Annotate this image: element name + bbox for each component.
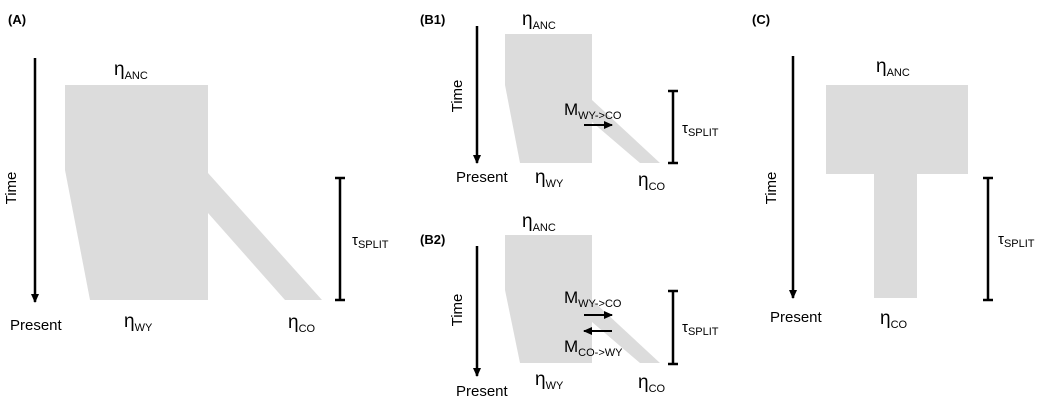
panel-b1-tau-split: τSPLIT xyxy=(682,120,719,139)
panel-b2-tau-split: τSPLIT xyxy=(682,319,719,338)
panel-c: (C) Time Present ηANC ηCO τSPLIT xyxy=(752,12,1035,331)
panel-a-present-label: Present xyxy=(10,317,63,334)
panel-c-tau-bar xyxy=(983,176,993,302)
panel-c-label: (C) xyxy=(752,12,770,27)
panel-c-co-population xyxy=(874,174,917,298)
panel-b2-time-label: Time xyxy=(449,294,466,327)
panel-b1-migration-wy-co: MWY->CO xyxy=(564,100,622,122)
panel-a-eta-co: ηCO xyxy=(288,312,316,335)
panel-a-eta-wy: ηWY xyxy=(124,311,153,334)
panel-b1-co-population xyxy=(592,100,660,163)
panel-b2-migration-co-wy: MCO->WY xyxy=(564,337,623,359)
panel-c-tau-split: τSPLIT xyxy=(998,231,1035,250)
panel-c-eta-co: ηCO xyxy=(880,308,908,331)
panel-b1-label: (B1) xyxy=(420,12,445,27)
panel-b2: (B2) Time Present ηANC ηWY ηCO MWY->CO M… xyxy=(420,211,719,400)
panel-c-time-label: Time xyxy=(763,172,780,205)
panel-b1-tau-bar xyxy=(668,89,678,165)
panel-a-tau-split: τSPLIT xyxy=(352,232,389,251)
panel-c-eta-anc: ηANC xyxy=(876,56,910,79)
panel-b1-eta-anc: ηANC xyxy=(522,9,556,32)
panel-a-tau-bar xyxy=(335,176,345,302)
panel-b2-tau-bar xyxy=(668,289,678,366)
panel-b1-eta-wy: ηWY xyxy=(535,167,564,190)
panel-a-label: (A) xyxy=(8,12,26,27)
panel-b1-time-label: Time xyxy=(449,80,466,113)
panel-a: (A) Time Present ηANC ηWY ηCO τSPLIT xyxy=(3,12,389,335)
panel-b2-eta-anc: ηANC xyxy=(522,211,556,234)
panel-b2-label: (B2) xyxy=(420,232,445,247)
panel-c-ancestral-population xyxy=(826,85,968,174)
panel-b1-present-label: Present xyxy=(456,169,509,186)
panel-b2-eta-wy: ηWY xyxy=(535,369,564,392)
panel-b1: (B1) Time Present ηANC ηWY ηCO MWY->CO τ… xyxy=(420,9,719,193)
panel-b1-eta-co: ηCO xyxy=(638,170,666,193)
panel-b2-eta-co: ηCO xyxy=(638,372,666,395)
panel-b2-ancestral-wy-population xyxy=(505,235,592,363)
panel-a-eta-anc: ηANC xyxy=(114,59,148,82)
panel-b1-ancestral-wy-population xyxy=(505,34,592,163)
panel-a-ancestral-wy-population xyxy=(65,85,208,300)
panel-a-time-label: Time xyxy=(3,172,20,205)
panel-b2-present-label: Present xyxy=(456,383,509,400)
panel-b2-migration-wy-co: MWY->CO xyxy=(564,288,622,310)
panel-a-co-population xyxy=(208,173,322,300)
panel-c-present-label: Present xyxy=(770,309,823,326)
